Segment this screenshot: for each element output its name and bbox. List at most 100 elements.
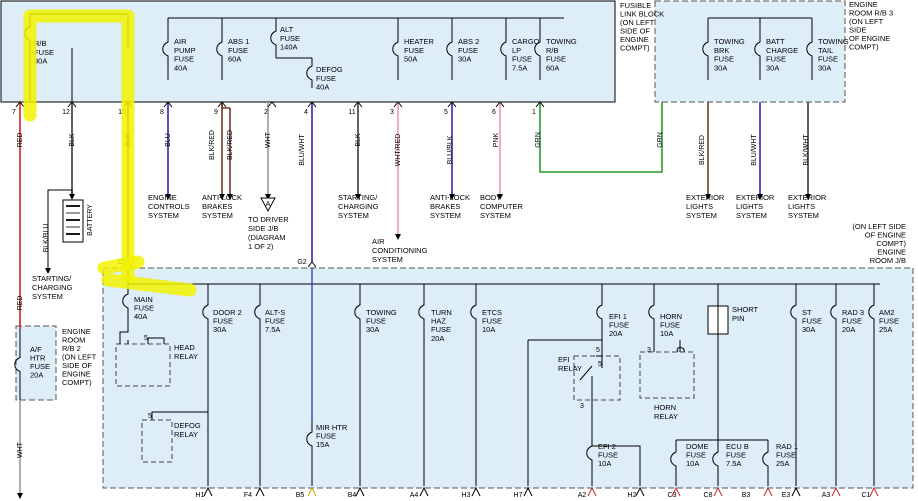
- jb-block-label: OF ENGINE: [865, 231, 906, 240]
- dest-arrow: [227, 194, 233, 200]
- pin-g2: G2: [297, 259, 306, 266]
- rb2-fuse-label: HTR: [30, 354, 46, 363]
- connector-fork: [495, 101, 505, 108]
- destination-label: CONDITIONING: [372, 246, 428, 255]
- connector-fork: [307, 101, 317, 108]
- dest-arrow: [165, 194, 171, 200]
- jb-fuse-label: FUSE: [842, 317, 862, 326]
- engine-room-rb3: [654, 0, 846, 103]
- wire-grn: [539, 102, 663, 173]
- fuse-label: FUSE: [714, 55, 734, 64]
- jb-fuse-label: FUSE: [265, 317, 285, 326]
- highlight-marker: [23, 9, 197, 297]
- jb-fuse-label: FUSE: [776, 451, 796, 460]
- pin-number: 11: [348, 109, 355, 116]
- jb-fuse-label: ST: [802, 308, 812, 317]
- jb-fuse-label: 20A: [842, 325, 855, 334]
- fuse-label: FUSE: [280, 34, 300, 43]
- jb-fuse-label: ALT-S: [265, 308, 285, 317]
- jb-fuse-label: 40A: [134, 312, 147, 321]
- rb3-block-label: OF ENGINE: [849, 34, 890, 43]
- destination-label: LIGHTS: [736, 202, 763, 211]
- fuse-label: 60A: [228, 55, 241, 64]
- jb-fuse: [122, 284, 129, 318]
- relay-pin: 3: [647, 347, 651, 354]
- fuse-label: CHARGE: [766, 46, 798, 55]
- fuse-label: 30A: [458, 55, 471, 64]
- connector-fork: [393, 101, 403, 108]
- wire-color-label: BLK: [355, 133, 362, 147]
- pin-number: H3: [462, 492, 471, 499]
- fuse-8: [534, 18, 541, 80]
- connector-fork: [831, 486, 841, 497]
- fuse-label: 7.5A: [512, 63, 527, 72]
- relay-label: HORN: [654, 403, 676, 412]
- jb-fuse-label: TURN: [431, 308, 452, 317]
- jb-block-label: ENGINE: [877, 248, 906, 257]
- destination-label: EXTERIOR: [736, 193, 775, 202]
- arrow-down: [17, 493, 23, 499]
- fuse-4: [306, 58, 313, 88]
- wire-color-label: GRN: [535, 132, 542, 148]
- pin-number: 9: [214, 109, 218, 116]
- wire-color-label: WHT: [17, 441, 24, 458]
- destination-label: SYSTEM: [686, 211, 717, 220]
- jb-fuse: [202, 284, 209, 340]
- destination-label: SYSTEM: [736, 211, 767, 220]
- fusible-block-label: (ON LEFT: [620, 18, 655, 27]
- junction-blocks: [0, 0, 914, 489]
- relay-label: HEAD: [174, 343, 195, 352]
- jb-fuse: [354, 284, 361, 340]
- connector-fork: [355, 486, 365, 497]
- dest-arrow: [395, 234, 401, 240]
- fuse-label: FUSE: [512, 55, 532, 64]
- fuse-label: 60A: [546, 63, 559, 72]
- jb-fuse: [254, 284, 261, 340]
- destination-label: COMPUTER: [480, 202, 524, 211]
- fuse-6: [446, 18, 453, 80]
- jb-fuse-label: MIR HTR: [316, 423, 348, 432]
- connector-fork: [713, 486, 723, 497]
- fuse-label: ABS 2: [458, 37, 479, 46]
- jb-fuse-label: FUSE: [660, 321, 680, 330]
- fuse-label: R/B: [34, 39, 47, 48]
- head-relay-box: [115, 343, 171, 387]
- relay-pin: 5: [598, 361, 602, 368]
- connector-fork: [353, 101, 363, 108]
- jb-fuse-label: 30A: [213, 325, 226, 334]
- fuse-label: FUSE: [316, 74, 336, 83]
- connector-triangle: [260, 197, 276, 213]
- pin-number: 8: [160, 109, 164, 116]
- fuse-label: 40A: [316, 83, 329, 92]
- relay-pin: 5: [144, 335, 148, 342]
- relay-label: RELAY: [174, 352, 198, 361]
- jb-fuse-label: FUSE: [366, 317, 386, 326]
- destination-label: CHARGING: [338, 202, 379, 211]
- connector-fork: [535, 101, 545, 108]
- connector-fork: [419, 486, 429, 497]
- jb-fuse-label: 30A: [366, 325, 379, 334]
- wire-color-label: GRN: [657, 132, 664, 148]
- jb-fuse: [830, 284, 837, 340]
- head-relay-coil: [147, 337, 165, 344]
- pin-number: E3: [782, 492, 791, 499]
- jb-fuse-label: FUSE: [686, 451, 706, 460]
- wire-color-label: BLU/BLK: [447, 135, 454, 164]
- defog-relay-box: [141, 419, 173, 463]
- destination-label: LIGHTS: [788, 202, 815, 211]
- wire-color-label: BLK: [69, 133, 76, 147]
- fuse-label: FUSE: [34, 48, 54, 57]
- connector-fork: [203, 486, 213, 497]
- fuse-label: PUMP: [174, 46, 196, 55]
- wire-color-label: BLK/BLU: [43, 224, 50, 253]
- jb-fuse: [790, 284, 797, 340]
- head-relay-feed: [119, 318, 129, 344]
- efi-switch: [579, 365, 593, 381]
- jb-fuse-label: 7.5A: [726, 459, 741, 468]
- horn-relay-feed: [653, 340, 681, 352]
- destination-label: SYSTEM: [338, 211, 369, 220]
- fuse-dome: [670, 440, 677, 478]
- pin-number: B3: [742, 492, 751, 499]
- connector-fork: [307, 261, 317, 268]
